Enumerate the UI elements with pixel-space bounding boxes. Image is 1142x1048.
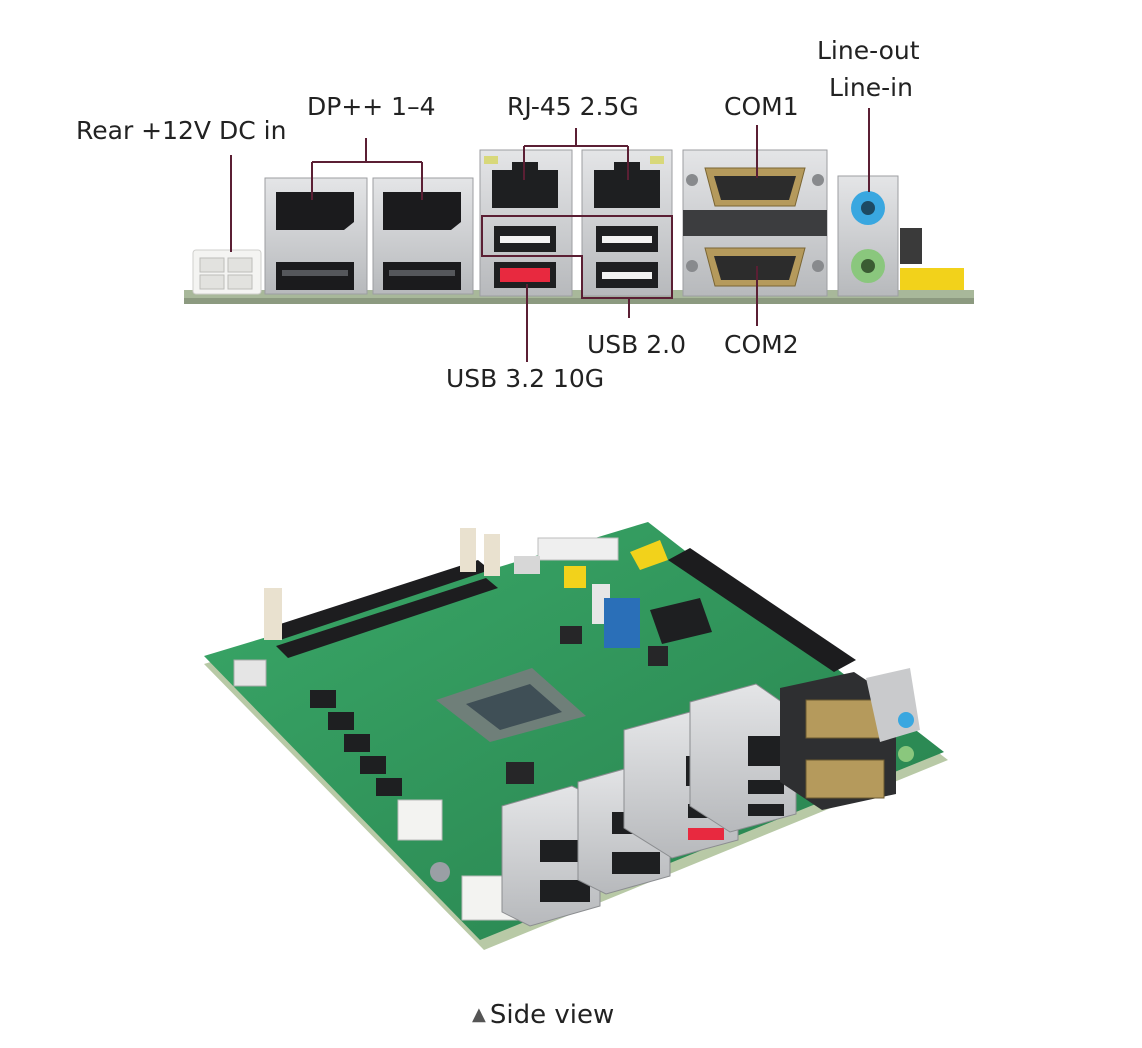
label-rear-dc-in: Rear +12V DC in <box>76 116 287 145</box>
dimm-slots <box>264 528 500 658</box>
triangle-up-icon: ▲ <box>472 1004 486 1025</box>
lan-usb-stack-right <box>581 149 673 297</box>
label-usb32: USB 3.2 10G <box>446 364 605 393</box>
lan-usb-stack-left <box>479 149 573 297</box>
label-usb2: USB 2.0 <box>587 330 687 359</box>
callout-lines <box>230 108 870 362</box>
cpu-package <box>436 668 586 742</box>
label-line-out: Line-out <box>817 36 920 65</box>
motherboard-iso-illustration <box>204 522 948 950</box>
audio-stack <box>837 175 899 297</box>
dp-stack-left <box>264 177 368 295</box>
label-com1: COM1 <box>724 92 799 121</box>
dc-in-connector <box>192 249 262 295</box>
label-com2: COM2 <box>724 330 799 359</box>
label-rj45: RJ-45 2.5G <box>507 92 639 121</box>
figure-caption: ▲Side view <box>472 1000 614 1030</box>
pcie-slot <box>668 548 856 672</box>
label-line-in: Line-in <box>829 73 913 102</box>
yellow-header <box>900 268 964 290</box>
caption-text: Side view <box>489 1000 615 1030</box>
com-stack <box>682 149 828 297</box>
label-dp: DP++ 1–4 <box>307 92 436 121</box>
